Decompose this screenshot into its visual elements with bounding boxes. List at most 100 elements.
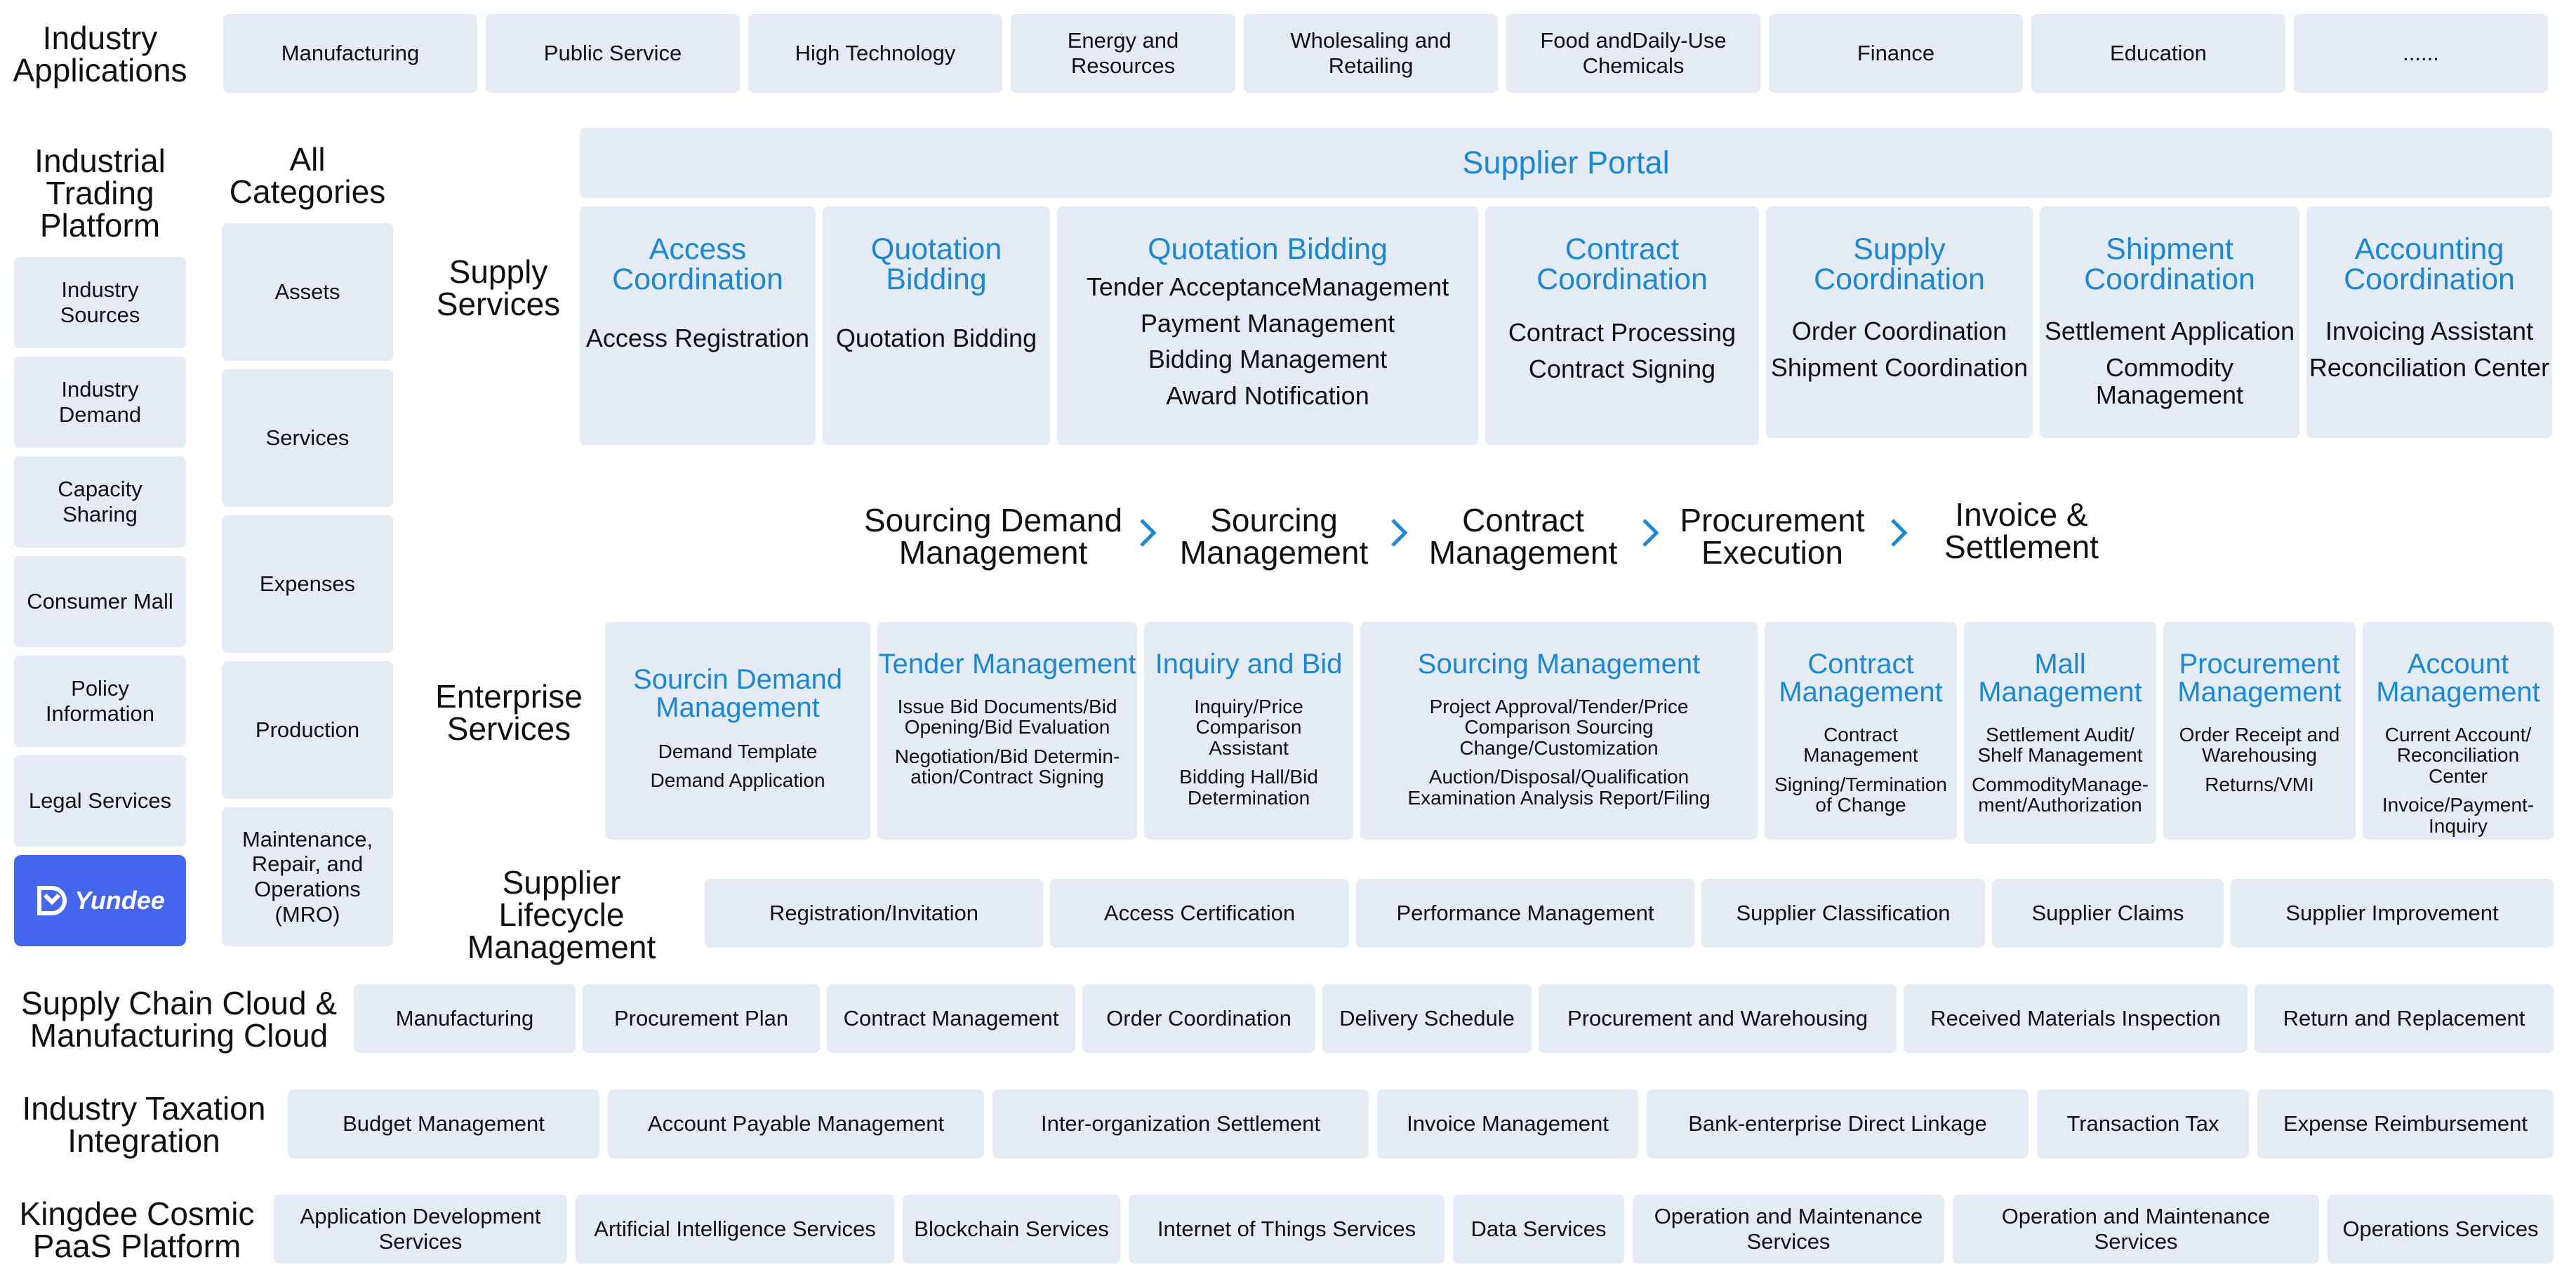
lifecycle-item[interactable]: Performance Management xyxy=(1356,879,1694,948)
lifecycle-item[interactable]: Supplier Classification xyxy=(1701,879,1985,948)
taxation-item[interactable]: Bank-enterprise Direct Linkage xyxy=(1647,1089,2029,1158)
enterprise-panel-item: Settlement Audit/ Shelf Management xyxy=(1977,724,2143,767)
industry-app-item[interactable]: High Technology xyxy=(748,14,1002,93)
supply-panel[interactable]: Accounting Coordination Invoicing Assist… xyxy=(2306,206,2552,438)
paas-item[interactable]: Data Services xyxy=(1453,1195,1624,1264)
industry-app-item[interactable]: Public Service xyxy=(486,14,740,93)
taxation-item[interactable]: Expense Reimbursement xyxy=(2257,1089,2554,1158)
category-item[interactable]: Assets xyxy=(222,223,393,361)
enterprise-panel-item: Demand Application xyxy=(650,769,825,792)
enterprise-services-title: Enterprise Services xyxy=(435,678,583,747)
supply-panel-title: Supply Coordination xyxy=(1814,232,1985,296)
trading-platform-item[interactable]: Consumer Mall xyxy=(14,556,186,647)
enterprise-panel-item: Auction/Disposal/Qualification Examinati… xyxy=(1407,766,1711,809)
supply-panel-item: Contract Signing xyxy=(1528,354,1716,383)
category-item[interactable]: Services xyxy=(222,369,393,507)
supply-chain-item[interactable]: Return and Replacement xyxy=(2255,984,2554,1053)
trading-platform-title: Industrial Trading Platform xyxy=(34,143,166,244)
enterprise-panel-title: Mall Management xyxy=(1978,649,2142,708)
trading-platform-item[interactable]: Capacity Sharing xyxy=(14,456,186,548)
supply-chain-item[interactable]: Received Materials Inspection xyxy=(1904,984,2248,1053)
paas-item[interactable]: Operation and Maintenance Services xyxy=(1953,1195,2319,1264)
enterprise-panel-item: Project Approval/Tender/Price Comparison… xyxy=(1429,696,1689,759)
enterprise-panel-item: Order Receipt and Warehousing xyxy=(2179,724,2340,767)
paas-item[interactable]: Operations Services xyxy=(2328,1195,2554,1264)
paas-item[interactable]: Artificial Intelligence Services xyxy=(576,1195,894,1264)
taxation-item[interactable]: Invoice Management xyxy=(1377,1089,1638,1158)
paas-item[interactable]: Operation and Maintenance Services xyxy=(1633,1195,1944,1264)
supply-panel[interactable]: Supply Coordination Order Coordination S… xyxy=(1766,206,2033,438)
categories-title: All Categories xyxy=(229,141,386,210)
enterprise-panel-item: Issue Bid Documents/Bid Opening/Bid Eval… xyxy=(897,696,1117,738)
flow-step: Invoice & Settlement xyxy=(1944,496,2099,565)
enterprise-panel[interactable]: Sourcing Management Project Approval/Ten… xyxy=(1360,622,1758,840)
supply-chain-cloud-title: Supply Chain Cloud & Manufacturing Cloud xyxy=(20,985,338,1054)
enterprise-panel-title: Inquiry and Bid xyxy=(1155,649,1343,680)
supply-chain-item[interactable]: Procurement Plan xyxy=(583,984,820,1053)
trading-platform-item[interactable]: Industry Sources xyxy=(14,257,186,348)
industry-app-item[interactable]: Wholesaling and Retailing xyxy=(1244,14,1498,93)
category-item[interactable]: Production xyxy=(222,661,393,799)
enterprise-panel-item: Negotiation/Bid Determin-ation/Contract … xyxy=(894,745,1120,788)
supply-chain-item[interactable]: Order Coordination xyxy=(1082,984,1315,1053)
supply-panel[interactable]: Contract Coordination Contract Processin… xyxy=(1485,206,1759,445)
taxation-item[interactable]: Transaction Tax xyxy=(2037,1089,2249,1158)
taxation-item[interactable]: Budget Management xyxy=(288,1089,599,1158)
supply-panel-title: Accounting Coordination xyxy=(2344,232,2515,296)
industry-app-item[interactable]: Education xyxy=(2031,14,2285,93)
supply-panel-title: Quotation Bidding xyxy=(870,232,1002,296)
yundee-logo[interactable]: Yundee xyxy=(14,855,186,946)
supply-panel[interactable]: Shipment Coordination Settlement Applica… xyxy=(2040,206,2299,438)
trading-platform-item[interactable]: Policy Information xyxy=(14,656,186,747)
lifecycle-item[interactable]: Supplier Improvement xyxy=(2231,879,2554,948)
enterprise-panel[interactable]: Mall Management Settlement Audit/ Shelf … xyxy=(1964,622,2156,844)
industry-app-item[interactable]: Manufacturing xyxy=(223,14,477,93)
supply-panel-item: Bidding Management xyxy=(1148,345,1388,374)
enterprise-panel[interactable]: Sourcin Demand Management Demand Templat… xyxy=(605,622,870,840)
supply-panel-item: Shipment Coordination xyxy=(1770,352,2029,382)
category-item[interactable]: Maintenance, Repair, and Operations (MRO… xyxy=(222,807,393,946)
taxation-title: Industry Taxation Integration xyxy=(22,1090,266,1159)
paas-item[interactable]: Blockchain Services xyxy=(903,1195,1120,1264)
enterprise-panel[interactable]: Procurement Management Order Receipt and… xyxy=(2163,622,2356,840)
industry-app-item[interactable]: Finance xyxy=(1769,14,2023,93)
industry-app-item[interactable]: Energy and Resources xyxy=(1011,14,1235,93)
lifecycle-item[interactable]: Registration/Invitation xyxy=(705,879,1043,948)
supply-panel-title: Contract Coordination xyxy=(1536,232,1708,296)
paas-item[interactable]: Internet of Things Services xyxy=(1129,1195,1445,1264)
enterprise-panel[interactable]: Account Management Current Account/ Reco… xyxy=(2363,622,2554,840)
supply-panel-item: Invoicing Assistant xyxy=(2325,317,2534,345)
supply-panel-item: Award Notification xyxy=(1166,380,1369,410)
trading-platform-item[interactable]: Industry Demand xyxy=(14,357,186,448)
taxation-item[interactable]: Account Payable Management xyxy=(608,1089,984,1158)
enterprise-panel[interactable]: Inquiry and Bid Inquiry/Price Comparison… xyxy=(1144,622,1353,840)
lifecycle-item[interactable]: Access Certification xyxy=(1050,879,1349,948)
supply-panel[interactable]: Access Coordination Access Registration xyxy=(580,206,816,445)
category-item[interactable]: Expenses xyxy=(222,515,393,653)
supply-panel-item: Access Registration xyxy=(585,324,810,352)
supply-panel[interactable]: Quotation Bidding Quotation Bidding xyxy=(823,206,1050,445)
supply-panel[interactable]: Quotation Bidding Tender AcceptanceManag… xyxy=(1057,206,1478,445)
taxation-item[interactable]: Inter-organization Settlement xyxy=(992,1089,1369,1158)
supply-panel-item: Quotation Bidding xyxy=(835,324,1037,352)
industry-app-item[interactable]: ...... xyxy=(2294,14,2548,93)
flow-step: Contract Management xyxy=(1428,502,1618,571)
supplier-portal[interactable]: Supplier Portal xyxy=(580,128,2552,198)
enterprise-panel[interactable]: Tender Management Issue Bid Documents/Bi… xyxy=(877,622,1137,840)
enterprise-panel-title: Tender Management xyxy=(878,649,1136,680)
supply-chain-item[interactable]: Manufacturing xyxy=(354,984,576,1053)
supply-panel-item: Tender AcceptanceManagement xyxy=(1086,272,1449,301)
chevron-right-icon xyxy=(1891,519,1908,547)
paas-item[interactable]: Application Development Services xyxy=(274,1195,567,1264)
supply-chain-item[interactable]: Contract Management xyxy=(827,984,1075,1053)
industry-app-item[interactable]: Food andDaily-Use Chemicals xyxy=(1506,14,1760,93)
enterprise-panel[interactable]: Contract Management Contract Management … xyxy=(1765,622,1957,840)
chevron-right-icon xyxy=(1642,519,1659,547)
supply-chain-item[interactable]: Delivery Schedule xyxy=(1322,984,1532,1053)
supply-services-title: Supply Services xyxy=(436,253,561,322)
supply-panel-title: Access Coordination xyxy=(612,232,783,296)
flow-step: Procurement Execution xyxy=(1680,502,1865,571)
trading-platform-item[interactable]: Legal Services xyxy=(14,755,186,847)
lifecycle-item[interactable]: Supplier Claims xyxy=(1992,879,2224,948)
supply-chain-item[interactable]: Procurement and Warehousing xyxy=(1539,984,1897,1053)
